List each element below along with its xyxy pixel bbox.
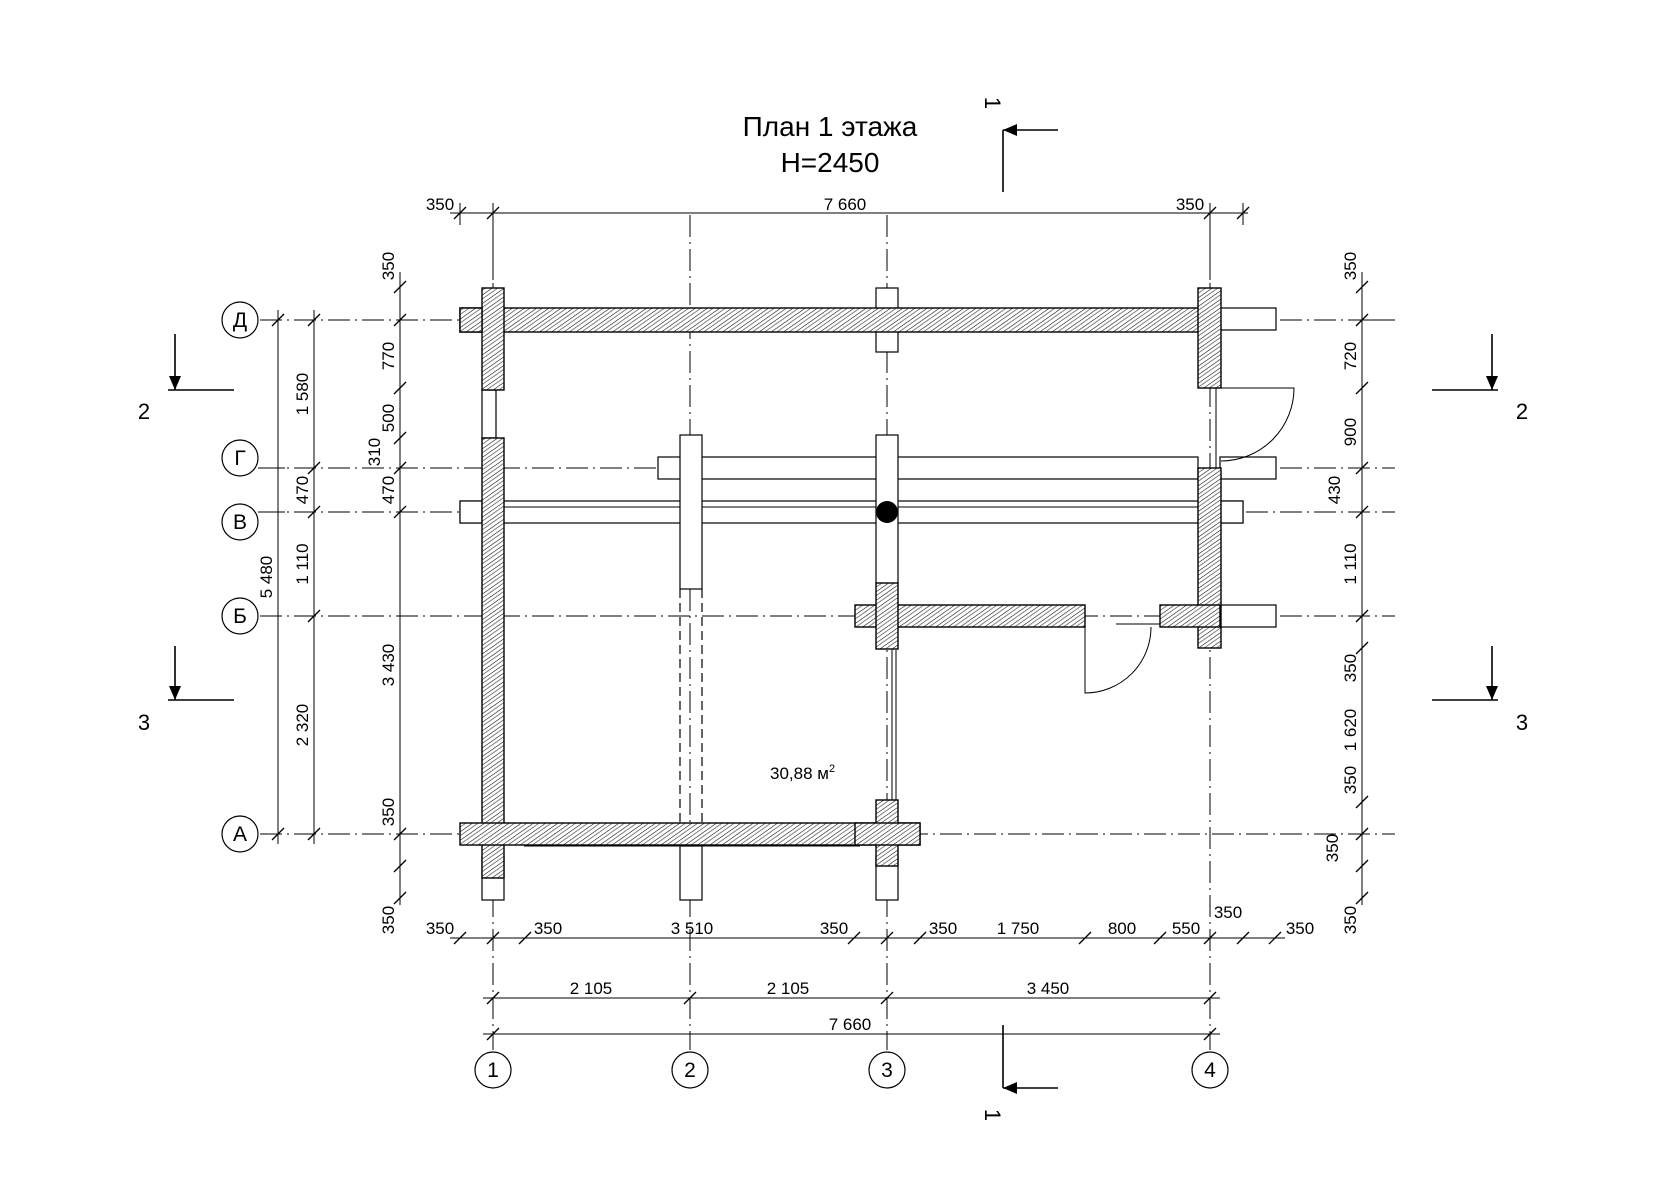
- plan-title: План 1 этажа: [743, 111, 918, 142]
- walls: [459, 287, 1222, 879]
- dim-left-inner-3: 500: [379, 404, 398, 432]
- dimension-left-inner: 350 770 500 310 470 3 430 350 350: [365, 252, 407, 934]
- dim-bottom-8: 550: [1172, 919, 1200, 938]
- dim-left-total: 5 480: [257, 556, 276, 599]
- axis-label-g: Г: [234, 447, 245, 470]
- axis-markers-vertical: 1 2 3 4: [474, 1051, 1229, 1089]
- axis-label-1: 1: [487, 1059, 499, 1082]
- axis-label-d: Д: [233, 309, 247, 332]
- axis-markers-horizontal: Д Г В Б А: [221, 301, 285, 853]
- axis-label-2: 2: [684, 1059, 696, 1082]
- dim-bottom-5: 350: [929, 919, 957, 938]
- dimension-top: 350 7 660 350: [426, 195, 1250, 280]
- section-markers: 1 1 2 2 3 3: [138, 97, 1528, 1121]
- dimension-left-mid: 1 580 470 1 110 2 320: [293, 310, 321, 844]
- dim-right-3: 900: [1341, 418, 1360, 446]
- dim-left-inner-8: 350: [379, 906, 398, 934]
- dim-axes-2: 2 105: [767, 979, 810, 998]
- dim-left-inner-4: 310: [365, 438, 384, 466]
- dim-bottom-1: 350: [426, 919, 454, 938]
- section-label-2-right: 2: [1516, 399, 1528, 424]
- dim-left-mid-4: 2 320: [293, 704, 312, 747]
- dim-right-10: 350: [1341, 906, 1360, 934]
- section-label-1-bottom: 1: [980, 1109, 1005, 1121]
- axis-label-v: В: [233, 511, 247, 534]
- doors: [1084, 387, 1295, 694]
- dim-bottom-6: 1 750: [997, 919, 1040, 938]
- section-label-1-top: 1: [980, 97, 1005, 109]
- axis-label-4: 4: [1204, 1059, 1216, 1082]
- dim-bottom-total: 7 660: [829, 1015, 872, 1034]
- dim-left-mid-1: 1 580: [293, 373, 312, 416]
- dim-right-1: 350: [1341, 252, 1360, 280]
- dim-top-total: 7 660: [824, 195, 867, 214]
- dimension-bottom-axes: 2 105 2 105 3 450: [483, 979, 1220, 1005]
- plan-level: H=2450: [781, 147, 880, 178]
- dim-left-mid-2: 470: [293, 476, 312, 504]
- dim-right-8: 350: [1341, 766, 1360, 794]
- section-label-3-left: 3: [138, 710, 150, 735]
- dimension-bottom-chain: 350 350 3 510 350 350 1 750 800 550 350 …: [426, 903, 1314, 945]
- section-label-2-left: 2: [138, 399, 150, 424]
- dim-left-mid-3: 1 110: [293, 543, 312, 584]
- dim-top-left: 350: [426, 195, 454, 214]
- dim-bottom-7: 800: [1108, 919, 1136, 938]
- dim-bottom-9: 350: [1214, 903, 1242, 922]
- dim-right-2: 720: [1341, 342, 1360, 370]
- dim-axes-1: 2 105: [570, 979, 613, 998]
- dimension-bottom-total: 7 660: [483, 1015, 1220, 1041]
- dim-left-inner-7: 350: [379, 798, 398, 826]
- dim-bottom-4: 350: [820, 919, 848, 938]
- dim-left-inner-2: 770: [379, 342, 398, 370]
- room-area: 30,88 м2: [770, 763, 835, 783]
- dim-right-4: 430: [1325, 476, 1344, 504]
- dim-right-7: 1 620: [1341, 709, 1360, 752]
- dim-axes-3: 3 450: [1027, 979, 1070, 998]
- dim-bottom-3: 3 510: [671, 919, 714, 938]
- dim-left-inner-6: 3 430: [379, 644, 398, 687]
- section-label-3-right: 3: [1516, 710, 1528, 735]
- dim-left-inner-1: 350: [379, 252, 398, 280]
- dim-left-inner-5: 470: [379, 476, 398, 504]
- post-marker: [876, 501, 898, 523]
- dim-bottom-2: 350: [534, 919, 562, 938]
- dim-bottom-10: 350: [1286, 919, 1314, 938]
- dimension-right: 350 720 900 430 1 110 350 1 620 350 350 …: [1323, 252, 1395, 934]
- dim-right-9: 350: [1323, 834, 1342, 862]
- log-beams: [459, 287, 1277, 901]
- axis-label-a: А: [233, 823, 247, 846]
- dim-right-5: 1 110: [1341, 543, 1360, 584]
- dimension-left-outer: 5 480: [257, 310, 285, 844]
- dim-right-6: 350: [1341, 654, 1360, 682]
- axis-label-b: Б: [233, 605, 247, 628]
- axis-label-3: 3: [881, 1059, 893, 1082]
- dim-top-right: 350: [1176, 195, 1204, 214]
